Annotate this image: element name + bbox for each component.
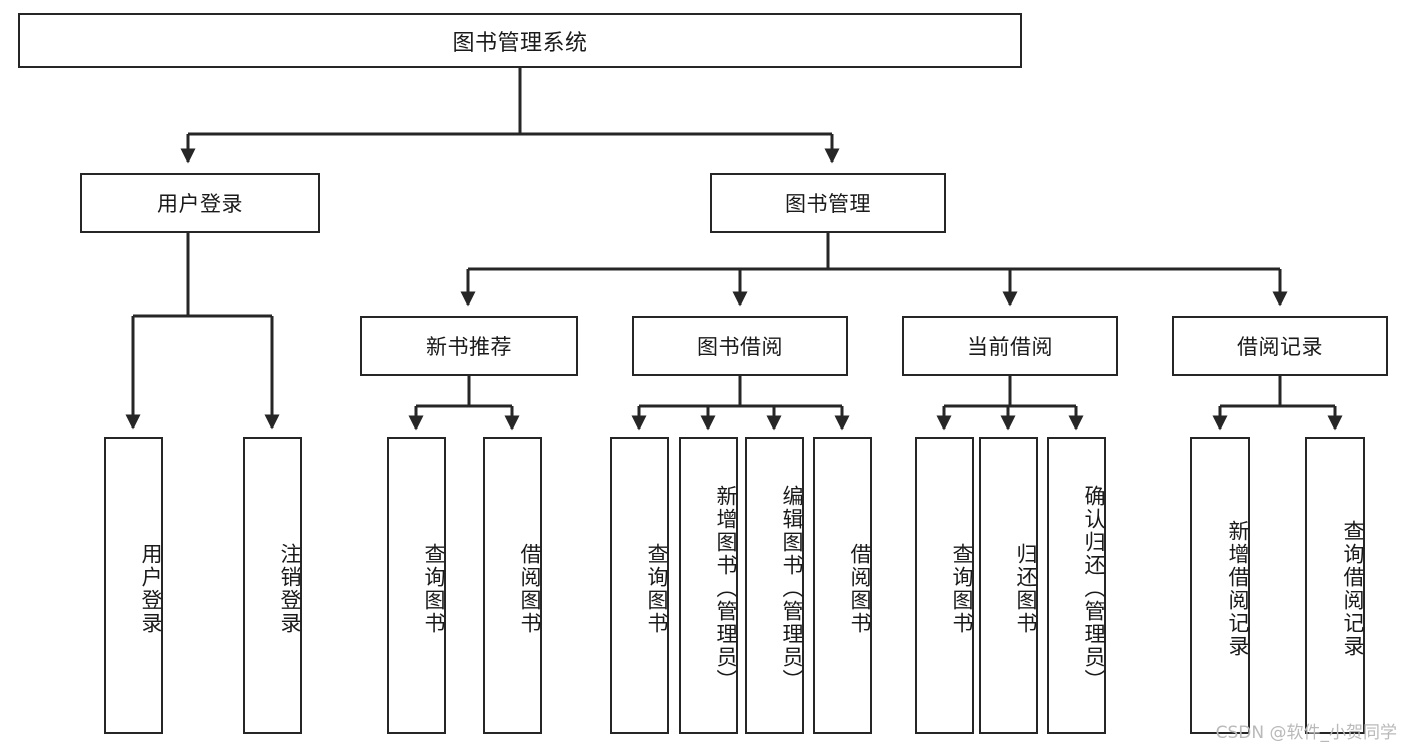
node-leaf-query-book-recommend[interactable]: 查询图书	[387, 437, 446, 734]
node-leaf-query-book-current[interactable]: 查询图书	[915, 437, 974, 734]
node-label: 图书管理系统	[452, 30, 588, 56]
node-new-book-recommend[interactable]: 新书推荐	[360, 316, 578, 376]
node-label: 注销登录	[278, 542, 302, 635]
node-book-borrow[interactable]: 图书借阅	[632, 316, 848, 376]
node-leaf-query-borrow-record[interactable]: 查询借阅记录	[1305, 437, 1365, 734]
node-leaf-borrow-book-recommend[interactable]: 借阅图书	[483, 437, 542, 734]
node-label: 图书借阅	[697, 335, 783, 359]
node-label: 新增图书（管理员）	[714, 485, 738, 692]
node-label: 查询图书	[950, 542, 974, 635]
node-leaf-edit-book[interactable]: 编辑图书（管理员）	[745, 437, 804, 734]
node-label: 用户登录	[157, 192, 243, 216]
node-borrow-record[interactable]: 借阅记录	[1172, 316, 1388, 376]
node-label: 用户登录	[139, 542, 163, 635]
node-leaf-query-book-borrow[interactable]: 查询图书	[610, 437, 669, 734]
node-leaf-logout-login[interactable]: 注销登录	[243, 437, 302, 734]
node-leaf-add-book[interactable]: 新增图书（管理员）	[679, 437, 738, 734]
node-label: 归还图书	[1014, 542, 1038, 635]
node-root-system[interactable]: 图书管理系统	[18, 13, 1022, 68]
node-label: 确认归还（管理员）	[1082, 485, 1106, 692]
csdn-watermark: CSDN @软件_小贺同学	[1215, 723, 1397, 743]
node-label: 图书管理	[785, 192, 871, 216]
node-current-borrow[interactable]: 当前借阅	[902, 316, 1118, 376]
node-label: 新书推荐	[426, 335, 512, 359]
node-book-manage[interactable]: 图书管理	[710, 173, 946, 233]
node-label: 借阅记录	[1237, 335, 1323, 359]
node-user-login[interactable]: 用户登录	[80, 173, 320, 233]
node-leaf-confirm-return[interactable]: 确认归还（管理员）	[1047, 437, 1106, 734]
node-label: 当前借阅	[967, 335, 1053, 359]
node-label: 借阅图书	[518, 542, 542, 635]
node-label: 查询图书	[422, 542, 446, 635]
node-leaf-user-login[interactable]: 用户登录	[104, 437, 163, 734]
node-label: 查询图书	[645, 542, 669, 635]
node-leaf-add-borrow-record[interactable]: 新增借阅记录	[1190, 437, 1250, 734]
node-leaf-return-book[interactable]: 归还图书	[979, 437, 1038, 734]
node-label: 借阅图书	[848, 542, 872, 635]
node-label: 新增借阅记录	[1226, 519, 1250, 658]
node-label: 编辑图书（管理员）	[780, 485, 804, 692]
node-label: 查询借阅记录	[1341, 519, 1365, 658]
node-leaf-borrow-book[interactable]: 借阅图书	[813, 437, 872, 734]
